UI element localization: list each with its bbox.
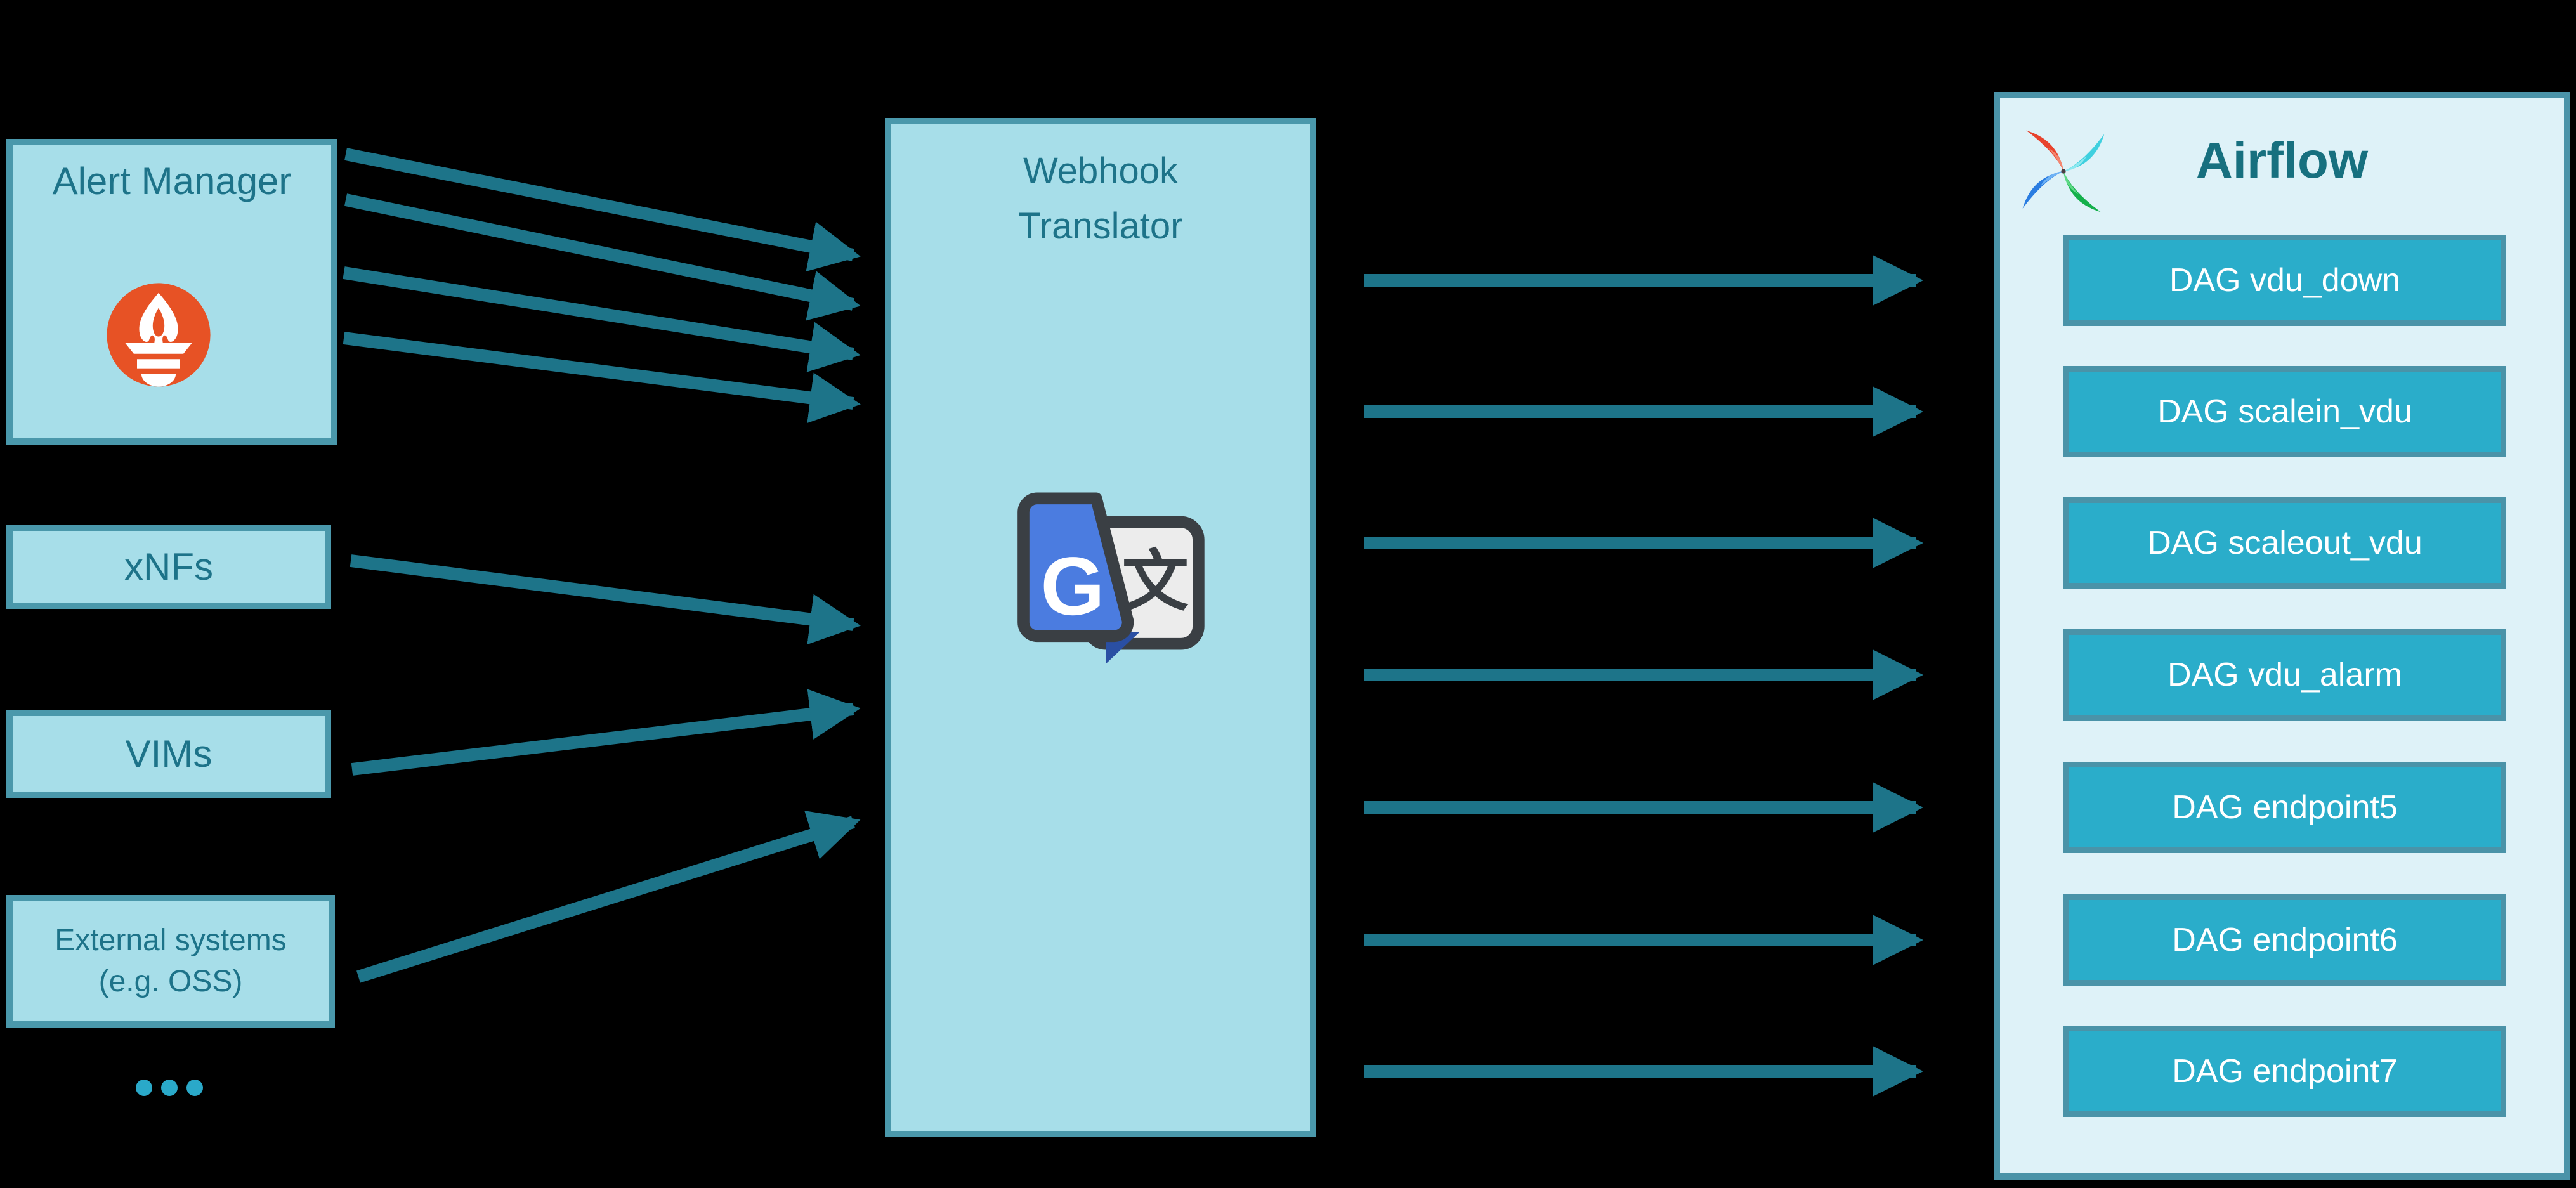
arrow-alertmanager-1: [344, 148, 861, 271]
external-systems-label-line1: External systems: [55, 923, 287, 957]
ellipsis-dot: [136, 1080, 152, 1096]
external-systems-label: External systems (e.g. OSS): [55, 920, 286, 1003]
vims-label: VIMs: [125, 733, 212, 775]
dag-box-endpoint7: DAG endpoint7: [2063, 1026, 2506, 1117]
webhook-translator-title-line1: Webhook: [1023, 150, 1178, 192]
dag-box-vdu-alarm: DAG vdu_alarm: [2063, 629, 2506, 721]
more-sources-ellipsis: [136, 1080, 203, 1096]
translate-g-glyph: G: [1040, 540, 1104, 632]
dag-label: DAG vdu_alarm: [2167, 656, 2402, 693]
webhook-translator-box: Webhook Translator G 文: [885, 118, 1316, 1137]
vims-box: VIMs: [6, 710, 331, 798]
dag-box-endpoint5: DAG endpoint5: [2063, 762, 2506, 853]
external-systems-box: External systems (e.g. OSS): [6, 895, 335, 1028]
alert-manager-box: Alert Manager: [6, 139, 337, 445]
dag-label: DAG scaleout_vdu: [2147, 525, 2422, 561]
external-systems-label-line2: (e.g. OSS): [98, 964, 243, 998]
google-translate-icon: G 文: [1017, 492, 1205, 664]
airflow-title: Airflow: [2195, 132, 2369, 188]
ellipsis-dot: [186, 1080, 203, 1096]
arrow-alertmanager-2: [344, 193, 861, 321]
dag-box-scalein-vdu: DAG scalein_vdu: [2063, 366, 2506, 457]
dag-label: DAG vdu_down: [2169, 262, 2401, 299]
dag-box-scaleout-vdu: DAG scaleout_vdu: [2063, 497, 2506, 589]
ellipsis-dot: [161, 1080, 178, 1096]
arrow-external-systems: [356, 811, 861, 983]
prometheus-icon: [107, 283, 211, 387]
dag-label: DAG endpoint7: [2172, 1053, 2398, 1090]
webhook-translator-title: Webhook Translator: [891, 143, 1310, 254]
dag-label: DAG endpoint6: [2172, 922, 2398, 958]
dag-label: DAG endpoint5: [2172, 789, 2398, 826]
arrow-alertmanager-3: [343, 266, 861, 372]
airflow-pinwheel-icon: [2022, 130, 2105, 212]
dag-box-endpoint6: DAG endpoint6: [2063, 894, 2506, 986]
arrow-xnfs: [350, 554, 861, 645]
arrow-vims: [351, 689, 861, 776]
xnfs-label: xNFs: [124, 545, 213, 588]
airflow-box: Airflow DAG vdu_down DAG scalein_vdu DAG…: [1994, 92, 2570, 1180]
dag-box-vdu-down: DAG vdu_down: [2063, 235, 2506, 326]
xnfs-box: xNFs: [6, 525, 331, 609]
alert-manager-label: Alert Manager: [52, 160, 292, 202]
arrow-alertmanager-4: [343, 332, 861, 424]
dag-label: DAG scalein_vdu: [2157, 393, 2412, 430]
webhook-translator-title-line2: Translator: [1018, 206, 1183, 247]
translate-zh-glyph: 文: [1122, 545, 1189, 619]
